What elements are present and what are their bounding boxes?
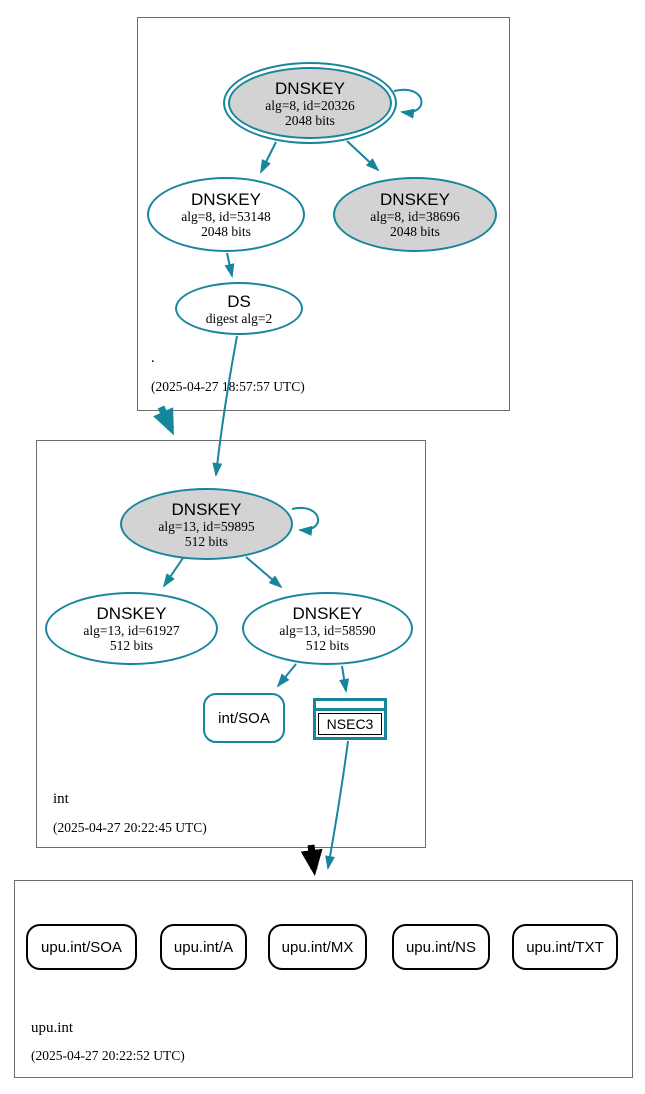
node-label: upu.int/MX xyxy=(281,938,354,956)
upu-int-a-rrset-node[interactable]: upu.int/A xyxy=(160,924,247,970)
node-bits: 2048 bits xyxy=(285,112,335,128)
node-label: upu.int/NS xyxy=(405,938,477,956)
node-label: int/SOA xyxy=(218,709,270,727)
node-alg: alg=8, id=53148 xyxy=(181,209,271,224)
zone-box-upu-int xyxy=(14,880,633,1078)
int-nsec3-node[interactable]: NSEC3 xyxy=(313,698,387,740)
node-title: DNSKEY xyxy=(171,499,242,519)
root-zsk-dnskey-node[interactable]: DNSKEY alg=8, id=53148 2048 bits xyxy=(147,177,305,252)
root-ksk-dnskey-node[interactable]: DNSKEY alg=8, id=20326 2048 bits xyxy=(223,62,397,144)
int-ksk-dnskey-node[interactable]: DNSKEY alg=13, id=59895 512 bits xyxy=(120,488,293,560)
upu-int-ns-rrset-node[interactable]: upu.int/NS xyxy=(392,924,490,970)
node-title: DNSKEY xyxy=(380,190,450,209)
zone-label-upu-int: upu.int xyxy=(31,1020,74,1036)
node-title: DNSKEY xyxy=(275,78,345,98)
upu-int-txt-rrset-node[interactable]: upu.int/TXT xyxy=(512,924,618,970)
node-alg: alg=13, id=58590 xyxy=(279,623,376,638)
zone-timestamp-upu-int: (2025-04-27 20:22:52 UTC) xyxy=(31,1048,185,1063)
node-title: DNSKEY xyxy=(96,604,167,623)
nsec3-top-bar xyxy=(316,701,384,711)
delegation-arrow-int-to-upu-int xyxy=(300,844,323,876)
node-alg: alg=13, id=59895 xyxy=(158,518,255,534)
zone-timestamp-root: (2025-04-27 18:57:57 UTC) xyxy=(151,379,305,394)
int-zsk2-dnskey-node[interactable]: DNSKEY alg=13, id=58590 512 bits xyxy=(242,592,413,665)
root-ksk-inner-ellipse: DNSKEY alg=8, id=20326 2048 bits xyxy=(228,67,392,139)
node-detail: digest alg=2 xyxy=(205,310,273,326)
int-zsk1-dnskey-node[interactable]: DNSKEY alg=13, id=61927 512 bits xyxy=(45,592,218,665)
node-alg: alg=8, id=20326 xyxy=(265,97,355,113)
node-alg: alg=8, id=38696 xyxy=(370,209,460,224)
node-label: NSEC3 xyxy=(318,713,382,735)
upu-int-soa-rrset-node[interactable]: upu.int/SOA xyxy=(26,924,137,970)
node-bits: 2048 bits xyxy=(201,224,251,239)
root-ds-node[interactable]: DS digest alg=2 xyxy=(175,282,303,335)
node-bits: 2048 bits xyxy=(390,224,440,239)
node-title: DNSKEY xyxy=(191,190,261,209)
node-title: DS xyxy=(227,291,251,311)
node-label: upu.int/SOA xyxy=(41,938,122,956)
root-standby-dnskey-node[interactable]: DNSKEY alg=8, id=38696 2048 bits xyxy=(333,177,497,252)
zone-label-int: int xyxy=(53,791,69,807)
zone-label-root: . xyxy=(151,350,155,366)
int-soa-rrset-node[interactable]: int/SOA xyxy=(203,693,285,743)
node-label: upu.int/A xyxy=(173,938,234,956)
node-bits: 512 bits xyxy=(305,638,350,653)
node-title: DNSKEY xyxy=(292,604,363,623)
node-alg: alg=13, id=61927 xyxy=(83,623,180,638)
node-label: upu.int/TXT xyxy=(526,938,604,956)
zone-timestamp-int: (2025-04-27 20:22:45 UTC) xyxy=(53,820,207,835)
node-bits: 512 bits xyxy=(184,533,229,549)
node-bits: 512 bits xyxy=(109,638,154,653)
upu-int-mx-rrset-node[interactable]: upu.int/MX xyxy=(268,924,367,970)
